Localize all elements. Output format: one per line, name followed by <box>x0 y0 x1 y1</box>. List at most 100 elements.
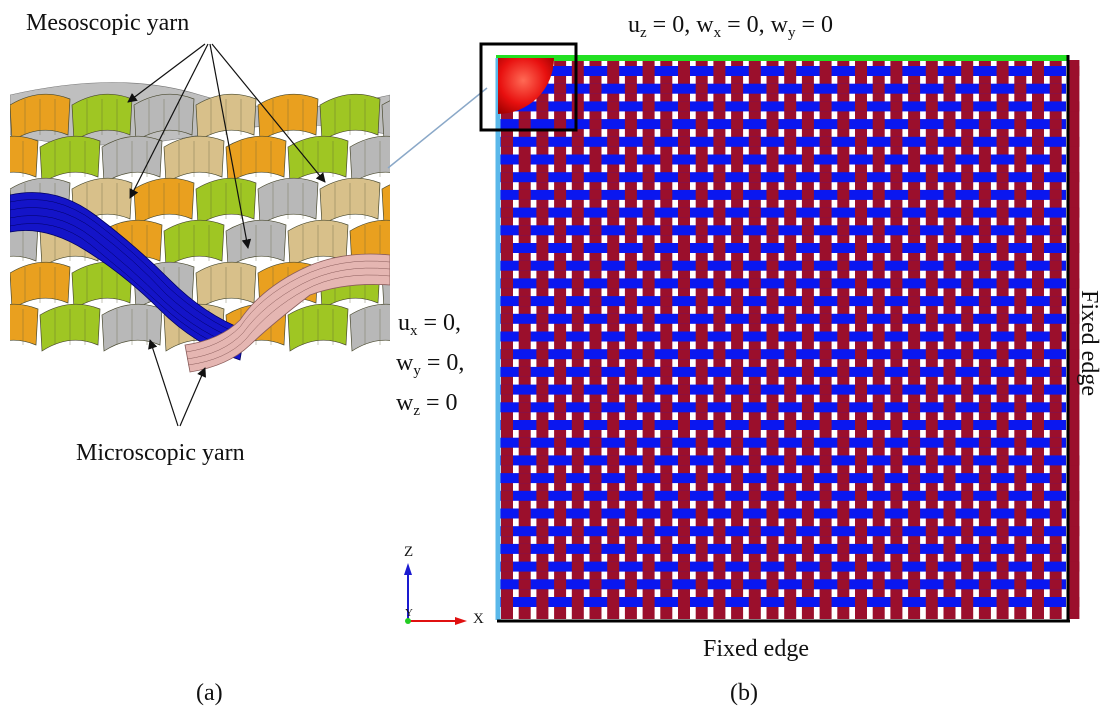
warp-crossover <box>1049 83 1062 94</box>
warp-crossover <box>660 83 673 94</box>
warp-crossover <box>678 349 690 360</box>
warp-crossover <box>801 119 814 130</box>
warp-crossover <box>713 526 726 537</box>
warp-crossover <box>943 296 956 307</box>
weft-yarn <box>499 561 1066 572</box>
warp-crossover <box>943 154 956 165</box>
warp-crossover <box>678 207 690 218</box>
warp-crossover <box>1067 172 1080 183</box>
warp-crossover <box>624 508 637 519</box>
warp-crossover <box>748 136 761 147</box>
warp-crossover <box>978 437 991 448</box>
warp-crossover <box>554 508 567 519</box>
warp-crossover <box>1067 561 1080 572</box>
warp-crossover <box>1049 437 1062 448</box>
warp-crossover <box>554 579 567 590</box>
warp-crossover <box>624 331 637 342</box>
warp-crossover <box>660 296 673 307</box>
warp-crossover <box>642 561 655 572</box>
warp-crossover <box>978 579 991 590</box>
warp-crossover <box>695 543 708 554</box>
warp-crossover <box>784 384 797 395</box>
warp-crossover <box>855 526 867 537</box>
warp-crossover <box>731 508 744 519</box>
warp-crossover <box>536 526 549 537</box>
warp-crossover <box>554 473 567 484</box>
warp-crossover <box>837 366 850 377</box>
warp-crossover <box>1014 119 1027 130</box>
warp-crossover <box>837 473 850 484</box>
warp-crossover <box>589 508 602 519</box>
warp-crossover <box>890 490 903 501</box>
warp-crossover <box>748 384 761 395</box>
warp-crossover <box>554 189 567 200</box>
warp-crossover <box>1049 260 1062 271</box>
warp-crossover <box>908 437 921 448</box>
warp-crossover <box>1032 172 1044 183</box>
warp-crossover <box>607 101 620 112</box>
warp-crossover <box>518 189 531 200</box>
warp-crossover <box>961 243 974 253</box>
warp-crossover <box>536 561 549 572</box>
weave-tile <box>381 268 390 310</box>
warp-crossover <box>501 136 513 147</box>
warp-crossover <box>801 437 814 448</box>
warp-crossover <box>607 207 620 218</box>
weft-yarn <box>499 172 1066 183</box>
warp-crossover <box>766 189 779 200</box>
warp-crossover <box>943 83 956 94</box>
warp-crossover <box>748 526 761 537</box>
warp-crossover <box>1014 366 1027 377</box>
warp-crossover <box>996 313 1009 324</box>
warp-crossover <box>731 83 744 94</box>
warp-crossover <box>536 597 549 607</box>
warp-crossover <box>1014 473 1027 484</box>
warp-crossover <box>713 490 726 501</box>
warp-crossover <box>1032 313 1044 324</box>
warp-crossover <box>536 349 549 360</box>
warp-crossover <box>518 366 531 377</box>
mesoscopic-arrows <box>127 43 326 249</box>
warp-crossover <box>766 260 779 271</box>
warp-crossover <box>784 101 797 112</box>
panel-a-label: (a) <box>196 680 223 706</box>
weft-yarn <box>499 473 1066 484</box>
warp-crossover <box>571 313 584 324</box>
warp-crossover <box>1049 154 1062 165</box>
warp-crossover <box>784 561 797 572</box>
warp-crossover <box>837 331 850 342</box>
warp-crossover <box>713 597 726 607</box>
warp-crossover <box>642 597 655 607</box>
warp-crossover <box>890 526 903 537</box>
warp-crossover <box>1049 579 1062 590</box>
warp-crossover <box>872 508 885 519</box>
warp-crossover <box>678 455 690 466</box>
warp-crossover <box>961 66 974 76</box>
weft-yarn <box>499 207 1066 218</box>
warp-crossover <box>518 508 531 519</box>
weft-yarn <box>499 437 1066 448</box>
warp-crossover <box>571 101 584 112</box>
warp-crossover <box>518 225 531 236</box>
warp-crossover <box>943 473 956 484</box>
warp-crossover <box>554 260 567 271</box>
axis-y-label: Y <box>405 607 413 619</box>
warp-crossover <box>713 384 726 395</box>
warp-crossover <box>925 172 938 183</box>
warp-crossover <box>554 83 567 94</box>
warp-crossover <box>518 260 531 271</box>
warp-crossover <box>624 119 637 130</box>
warp-crossover <box>731 579 744 590</box>
warp-crossover <box>501 420 513 430</box>
warp-crossover <box>872 366 885 377</box>
warp-crossover <box>554 119 567 130</box>
warp-crossover <box>943 579 956 590</box>
warp-crossover <box>660 473 673 484</box>
warp-crossover <box>766 579 779 590</box>
warp-crossover <box>642 384 655 395</box>
left-bc-line-3: wz = 0 <box>396 390 458 419</box>
warp-crossover <box>607 597 620 607</box>
axis-x-label: X <box>473 611 484 627</box>
warp-crossover <box>855 313 867 324</box>
